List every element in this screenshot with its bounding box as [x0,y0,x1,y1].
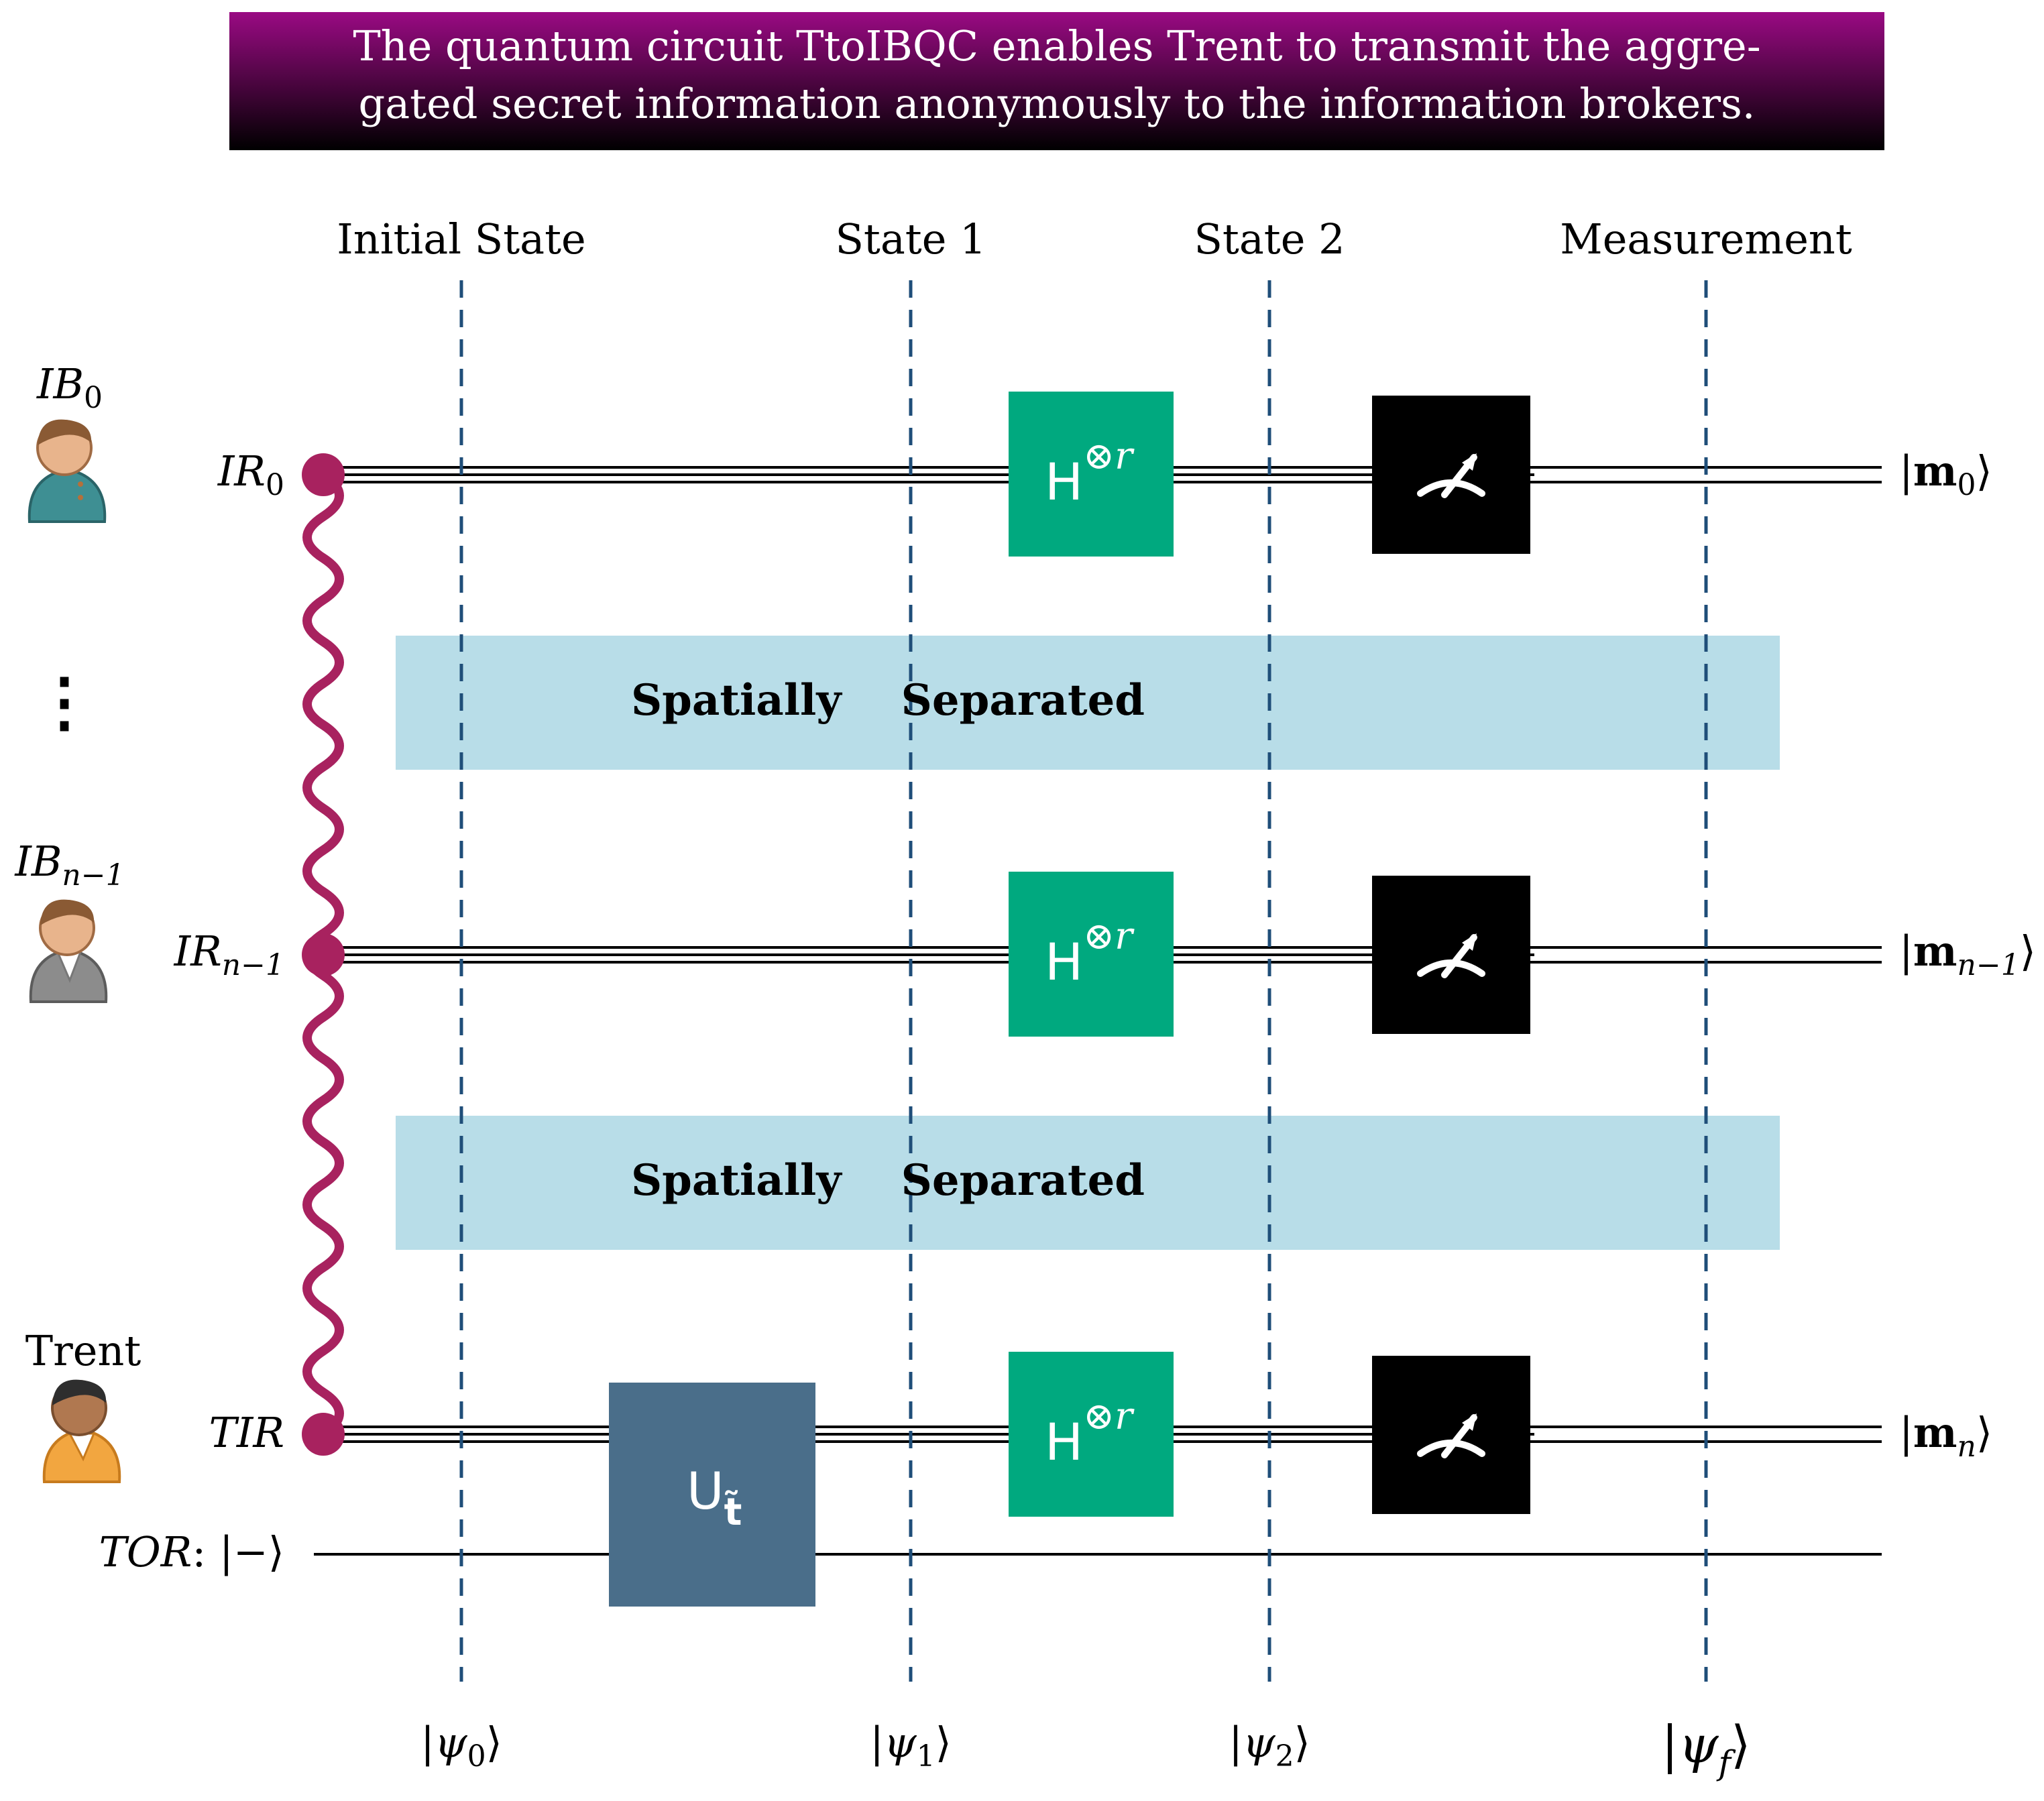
register-label-ir0: IR0 [217,447,284,502]
state-ket-psi0: |ψ0⟩ [420,1718,502,1774]
measure-gate-tir [1372,1356,1530,1514]
entanglement-node-irn1 [302,933,345,976]
measure-gate-irn1 [1372,876,1530,1034]
stage-labels: Initial State State 1 State 2 Measuremen… [337,215,1852,264]
person-gray-icon [29,899,108,1003]
register-label-irn1: IRn−1 [174,927,284,982]
stage-label-initial: Initial State [337,215,585,264]
separator-boxes [396,636,1780,1250]
entanglement-node-ir0 [302,453,345,496]
separator-box-1 [396,636,1780,770]
svg-text:H⊗r: H⊗r [1045,1395,1135,1472]
stage-guides [459,280,1708,1682]
svg-text:Ut̃: Ut̃ [687,1461,742,1534]
banner-line-1: The quantum circuit TtoIBQC enables Tren… [353,21,1760,70]
register-label-tor: TOR: |−⟩ [99,1527,284,1576]
separator-label-2: Spatially Separated [631,1155,1145,1206]
register-label-tir: TIR [209,1408,284,1457]
banner-line-2: gated secret information anonymously to … [359,79,1756,128]
entanglement-node-tir [302,1413,345,1456]
participant-ibn1-label: IBn−1 [14,837,124,892]
output-ket-mn: |mn⟩ [1899,1408,1992,1464]
separator-box-2 [396,1116,1780,1250]
hadamard-gate-ir0: H⊗r [1009,392,1174,557]
svg-text:H⊗r: H⊗r [1045,915,1135,992]
meter-icon [1417,933,1485,978]
hadamard-gate-tir: H⊗r [1009,1352,1174,1517]
state-ket-psi2: |ψ2⟩ [1229,1718,1310,1774]
state-ket-psif: |ψf⟩ [1661,1715,1750,1782]
measure-gate-ir0 [1372,396,1530,554]
person-orange-icon [42,1379,121,1483]
stage-label-measurement: Measurement [1560,215,1852,264]
svg-text:H⊗r: H⊗r [1045,434,1135,512]
banner: The quantum circuit TtoIBQC enables Tren… [229,12,1884,150]
participant-trent-label: Trent [25,1326,141,1375]
separator-label-1: Spatially Separated [631,675,1145,725]
output-wire-gaps [1534,473,1882,1436]
oracle-gate: Ut̃ [609,1383,815,1607]
state-ket-psi1: |ψ1⟩ [870,1718,952,1774]
meter-icon [1417,453,1485,498]
banner-background [229,12,1884,150]
output-ket-m0: |m0⟩ [1899,447,1992,502]
person-teal-icon [27,419,107,523]
stage-label-state-1: State 1 [835,215,986,264]
meter-icon [1417,1413,1485,1458]
stage-label-state-2: State 2 [1194,215,1345,264]
participants-ellipsis: ⋮ [32,664,97,740]
output-ket-mn1: |mn−1⟩ [1899,927,2036,982]
participant-ib0-label: IB0 [36,359,103,415]
hadamard-gate-irn1: H⊗r [1009,872,1174,1037]
